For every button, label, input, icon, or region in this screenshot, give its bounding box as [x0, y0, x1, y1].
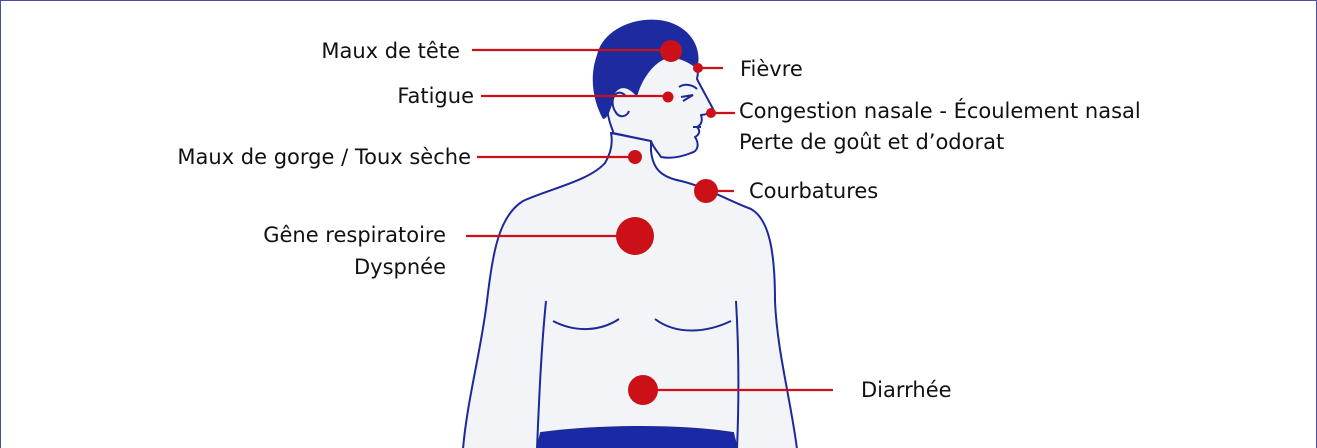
shorts [537, 427, 737, 448]
marker-nasal [706, 108, 716, 118]
marker-breathing [616, 217, 654, 255]
torso [463, 133, 797, 448]
marker-fatigue [663, 92, 674, 103]
marker-fever [693, 63, 703, 73]
label-breathing-line2: Dyspnée [354, 255, 446, 279]
label-fatigue: Fatigue [397, 84, 474, 108]
label-nasal-line1: Congestion nasale - Écoulement nasal [739, 98, 1141, 123]
label-nasal-line2: Perte de goût et d’odorat [739, 130, 1004, 154]
label-throat: Maux de gorge / Toux sèche [177, 145, 471, 169]
marker-diarrhea [628, 375, 658, 405]
marker-aches [694, 179, 718, 203]
label-diarrhea: Diarrhée [861, 378, 952, 402]
label-headache: Maux de tête [321, 39, 460, 63]
label-fever: Fièvre [740, 57, 803, 81]
label-aches: Courbatures [749, 179, 878, 203]
marker-headache [660, 40, 682, 62]
label-breathing-line1: Gêne respiratoire [263, 223, 446, 247]
marker-throat [628, 150, 642, 164]
